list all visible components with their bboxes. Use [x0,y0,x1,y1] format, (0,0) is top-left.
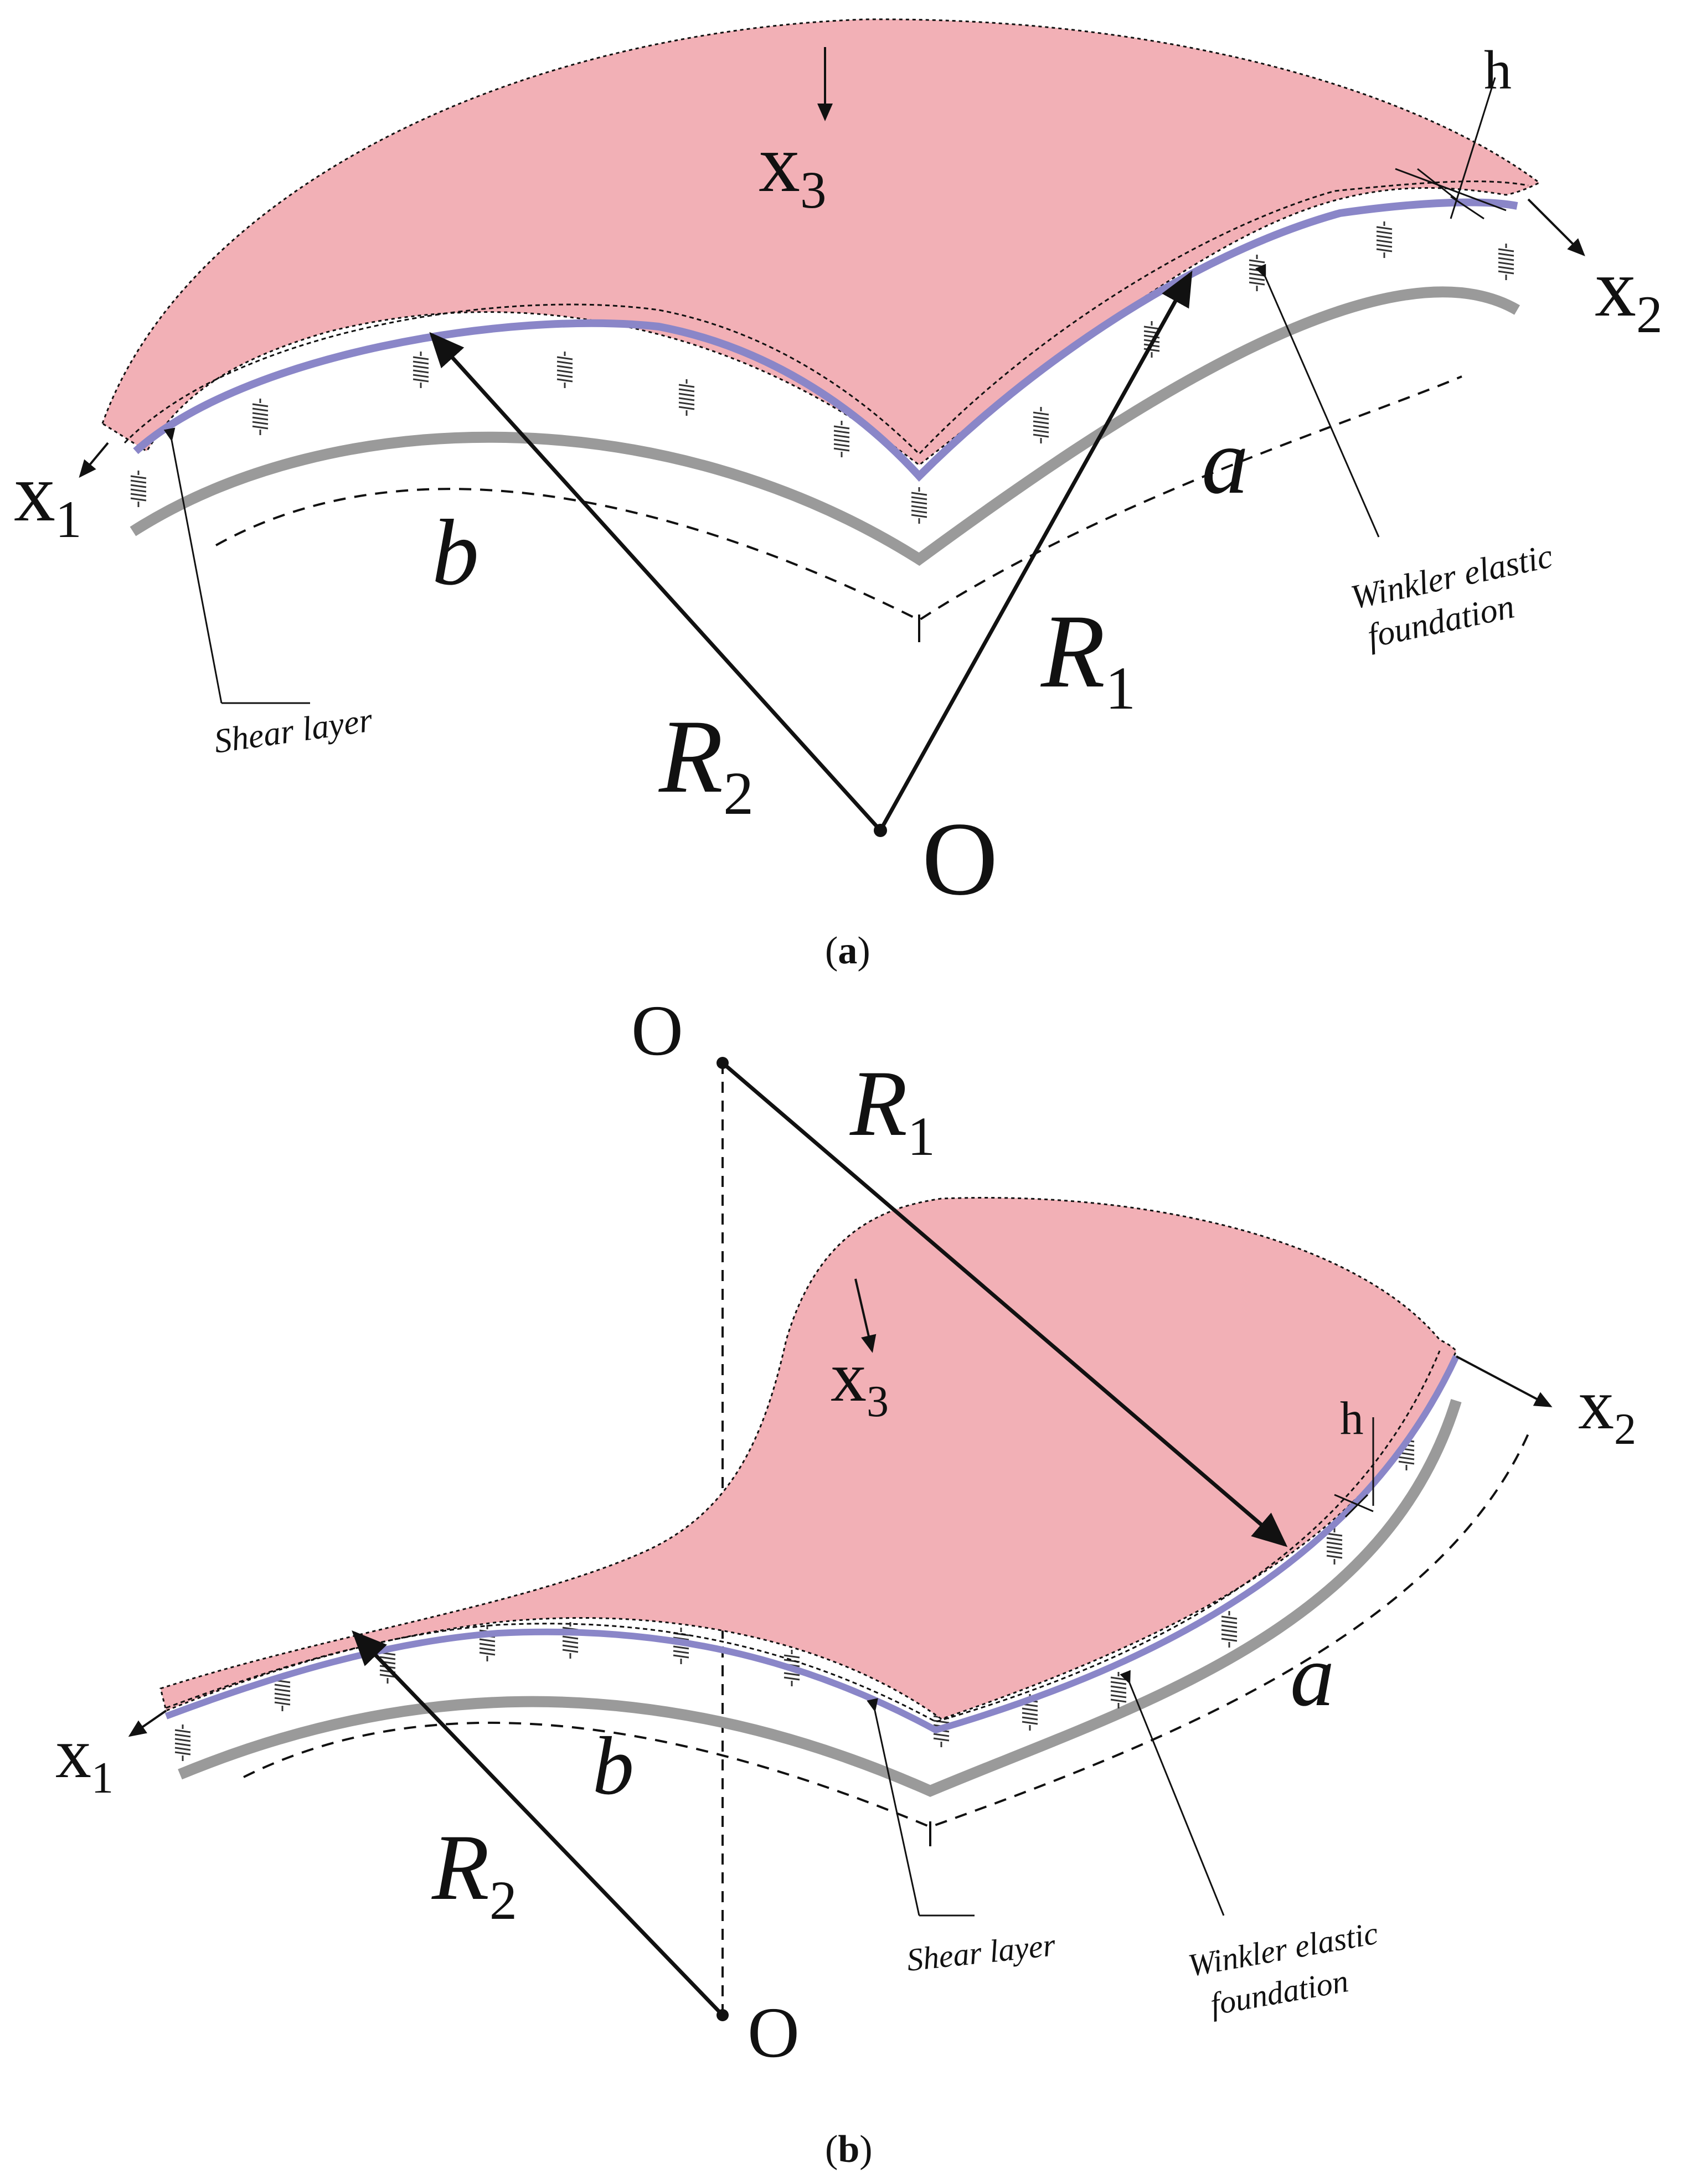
radius-2-label-b: R2 [431,1815,517,1931]
radius-1-arrow-a [878,270,1193,832]
x1-label-a: x1 [14,447,82,549]
radius-arrows-a [79,47,1585,837]
origin-label-a: O [922,801,998,917]
x1-label-b: x1 [55,1713,114,1803]
shell-edge-b [166,1350,1441,1723]
radius-2-arrow-b [352,1630,724,2017]
foundation-leader-a [1255,264,1380,538]
dim-a-label-b: a [1290,1626,1334,1725]
radius-1-arrow-b [721,1061,1288,1547]
shear-layer-a [133,198,1518,482]
shear-leader-b [867,1698,920,1916]
origin-top-label-b: O [631,991,683,1071]
shear-layer-label-a: Shear layer [212,701,375,760]
x3-label-b: x3 [831,1337,889,1426]
shear-leader-a [163,427,223,704]
shear-layer-label-b: Shear layer [905,1927,1058,1978]
foundation-leader-b [1120,1670,1225,1916]
thickness-leader-a [1450,77,1496,219]
x2-label-a: x2 [1595,242,1663,344]
x3-axis-arrow-b [854,1278,877,1353]
x2-axis-arrow-a [1527,198,1585,256]
dim-b-label-b: b [592,1720,634,1812]
dashed-base-curve-b [243,1433,1529,1829]
x1-axis-arrow-b [128,1710,167,1737]
radius-1-label-b: R1 [849,1051,935,1167]
dim-b-label-a: b [432,500,479,605]
x2-axis-arrow-b [1456,1355,1553,1407]
radius-1-label-a: R1 [1040,593,1136,722]
x3-label-a: x3 [759,117,827,219]
thickness-label-b: h [1340,1392,1364,1444]
shell-edge-a [123,180,1529,456]
foundation-base-b [178,1399,1462,1797]
foundation-base-a [130,286,1520,566]
dim-a-label-a: a [1202,409,1249,513]
radius-2-arrow-a [429,332,882,832]
x1-axis-arrow-a [79,442,109,478]
dashed-base-curve-a [215,375,1462,622]
figure-a [101,18,1541,642]
caption-b: (b) [825,2128,873,2171]
thickness-marker-b [1334,1494,1374,1518]
x2-label-b: x2 [1578,1365,1636,1454]
radius-2-label-a: R2 [658,699,754,827]
caption-a: (a) [825,930,870,972]
thickness-label-a: h [1484,39,1512,101]
figure-b [159,1063,1529,2015]
shell-surface-a [101,18,1541,466]
shell-surface-b [159,1197,1457,1720]
radius-arrows-b [128,1057,1553,2021]
origin-bottom-label-b: O [748,1993,800,2073]
